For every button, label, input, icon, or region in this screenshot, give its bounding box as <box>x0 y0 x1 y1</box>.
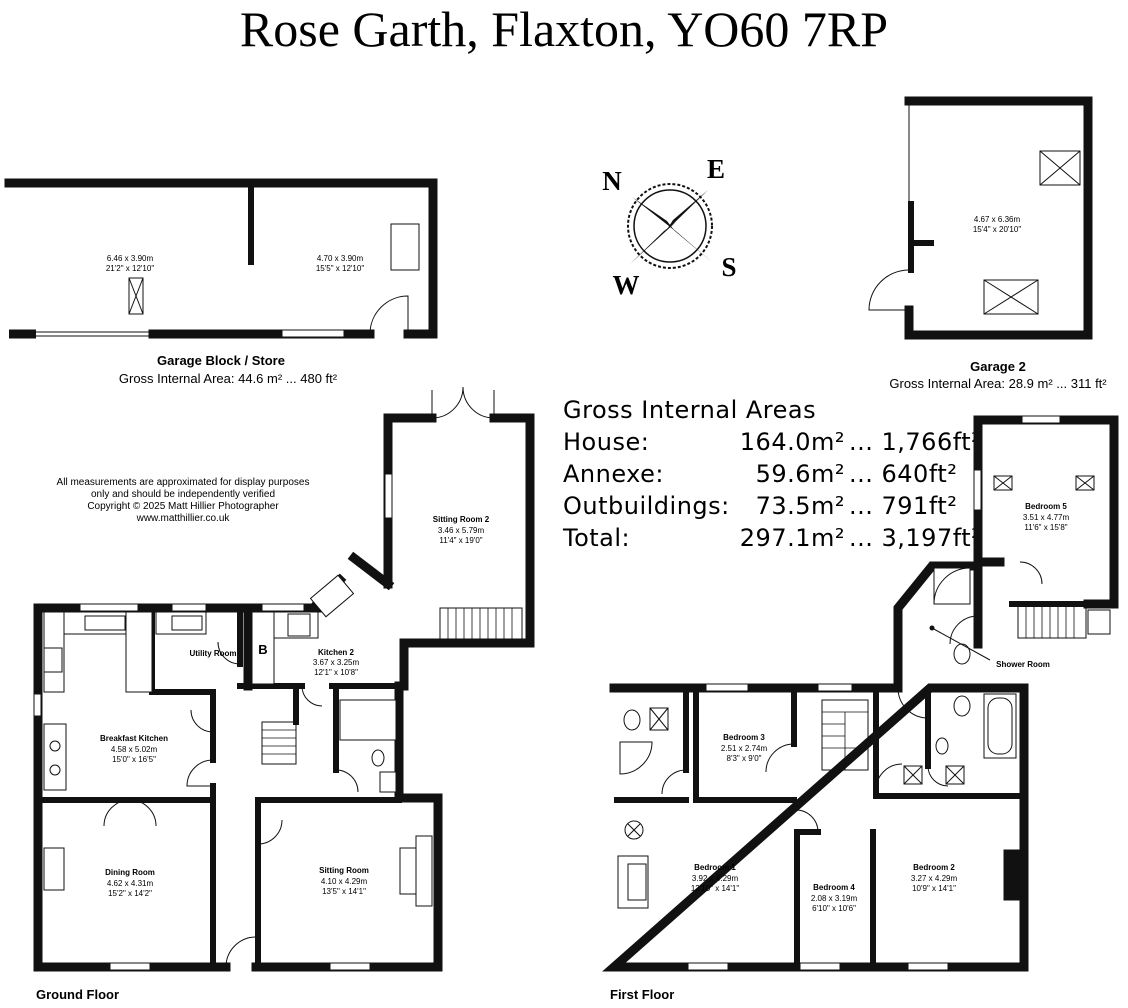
bedroom-5-imperial: 11'6" x 15'8" <box>1024 523 1067 532</box>
gia-outbuildings-label: Outbuildings: <box>563 492 730 520</box>
gia-total-label: Total: <box>562 524 630 552</box>
compass-w: W <box>613 270 640 300</box>
bedroom-5-metric: 3.51 x 4.77m <box>1023 513 1070 522</box>
dining-room-name: Dining Room <box>105 868 155 877</box>
gross-internal-areas: Gross Internal Areas House: 164.0m² ... … <box>562 396 981 552</box>
garage-block-room-b-imperial: 15'5" x 12'10" <box>316 264 364 273</box>
gia-annexe-m2: 59.6m² <box>756 460 845 488</box>
boiler-label: B <box>258 642 267 657</box>
gia-total-ft2: ... 3,197ft² <box>849 524 981 552</box>
gia-heading: Gross Internal Areas <box>563 396 816 424</box>
garage-block-title: Garage Block / Store <box>157 353 285 368</box>
bedroom-2-name: Bedroom 2 <box>913 863 955 872</box>
compass-s: S <box>721 252 736 282</box>
bedroom-1-imperial: 12'10" x 14'1" <box>691 884 739 893</box>
bedroom-3-name: Bedroom 3 <box>723 733 765 742</box>
disclaimer-line-3: Copyright © 2025 Matt Hillier Photograph… <box>87 501 279 512</box>
sitting-room-2-imperial: 11'4" x 19'0" <box>439 536 482 545</box>
compass-e: E <box>707 154 725 184</box>
sitting-room-name: Sitting Room <box>319 866 369 875</box>
disclaimer: All measurements are approximated for di… <box>57 477 310 524</box>
garage-block: 6.46 x 3.90m 21'2" x 12'10" 4.70 x 3.90m… <box>4 178 438 386</box>
bedroom-4-name: Bedroom 4 <box>813 883 855 892</box>
compass-rose: N E S W <box>602 154 736 300</box>
dining-room-metric: 4.62 x 4.31m <box>107 879 154 888</box>
garage-2: 4.67 x 6.36m 15'4" x 20'10" Garage 2 Gro… <box>868 96 1107 391</box>
compass-n: N <box>602 166 622 196</box>
bedroom-1-name: Bedroom 1 <box>694 863 736 872</box>
garage-block-room-b-metric: 4.70 x 3.90m <box>317 254 364 263</box>
bedroom-3-metric: 2.51 x 2.74m <box>721 744 768 753</box>
shower-room-name: Shower Room <box>996 660 1050 669</box>
sitting-room-imperial: 13'5" x 14'1" <box>322 887 366 896</box>
garage-block-room-a-imperial: 21'2" x 12'10" <box>106 264 154 273</box>
bedroom-5-name: Bedroom 5 <box>1025 502 1067 511</box>
garage-2-area: Gross Internal Area: 28.9 m² ... 311 ft² <box>889 376 1107 391</box>
gia-annexe-label: Annexe: <box>563 460 664 488</box>
bedroom-3-imperial: 8'3" x 9'0" <box>727 754 762 763</box>
garage-2-imperial: 15'4" x 20'10" <box>973 225 1021 234</box>
kitchen-2-metric: 3.67 x 3.25m <box>313 658 360 667</box>
bedroom-4-metric: 2.08 x 3.19m <box>811 894 858 903</box>
gia-annexe-ft2: ... 640ft² <box>849 460 957 488</box>
garage-2-metric: 4.67 x 6.36m <box>974 215 1021 224</box>
kitchen-2-name: Kitchen 2 <box>318 648 355 657</box>
first-floor-label: First Floor <box>610 987 674 1002</box>
breakfast-kitchen-imperial: 15'0" x 16'5" <box>112 755 156 764</box>
sitting-room-metric: 4.10 x 4.29m <box>321 877 368 886</box>
utility-room-name: Utility Room <box>189 649 236 658</box>
kitchen-2-imperial: 12'1" x 10'8" <box>314 668 358 677</box>
gia-house-ft2: ... 1,766ft² <box>849 428 981 456</box>
gia-outbuildings-m2: 73.5m² <box>756 492 845 520</box>
disclaimer-line-2: only and should be independently verifie… <box>91 489 275 500</box>
gia-house-label: House: <box>563 428 649 456</box>
ground-floor-label: Ground Floor <box>36 987 119 1002</box>
breakfast-kitchen-name: Breakfast Kitchen <box>100 734 168 743</box>
ground-floor: B Sitting Room 2 3.46 x 5.79m 11'4" x 19… <box>33 386 535 1002</box>
bedroom-2-metric: 3.27 x 4.29m <box>911 874 958 883</box>
garage-block-room-a-metric: 6.46 x 3.90m <box>107 254 154 263</box>
gia-house-m2: 164.0m² <box>740 428 845 456</box>
first-floor: Shower Room <box>602 415 1119 1002</box>
sitting-room-2-name: Sitting Room 2 <box>433 515 490 524</box>
bedroom-2-imperial: 10'9" x 14'1" <box>912 884 956 893</box>
gia-total-m2: 297.1m² <box>740 524 845 552</box>
dining-room-imperial: 15'2" x 14'2" <box>108 889 152 898</box>
garage-block-area: Gross Internal Area: 44.6 m² ... 480 ft² <box>119 371 338 386</box>
gia-outbuildings-ft2: ... 791ft² <box>849 492 957 520</box>
bedroom-4-imperial: 6'10" x 10'6" <box>812 904 856 913</box>
page-title: Rose Garth, Flaxton, YO60 7RP <box>240 1 888 57</box>
sitting-room-2-metric: 3.46 x 5.79m <box>438 526 485 535</box>
garage-2-title: Garage 2 <box>970 359 1026 374</box>
breakfast-kitchen-metric: 4.58 x 5.02m <box>111 745 158 754</box>
disclaimer-line-1: All measurements are approximated for di… <box>57 477 310 488</box>
bedroom-1-metric: 3.92 x 4.29m <box>692 874 739 883</box>
disclaimer-line-4: www.matthillier.co.uk <box>136 513 231 524</box>
